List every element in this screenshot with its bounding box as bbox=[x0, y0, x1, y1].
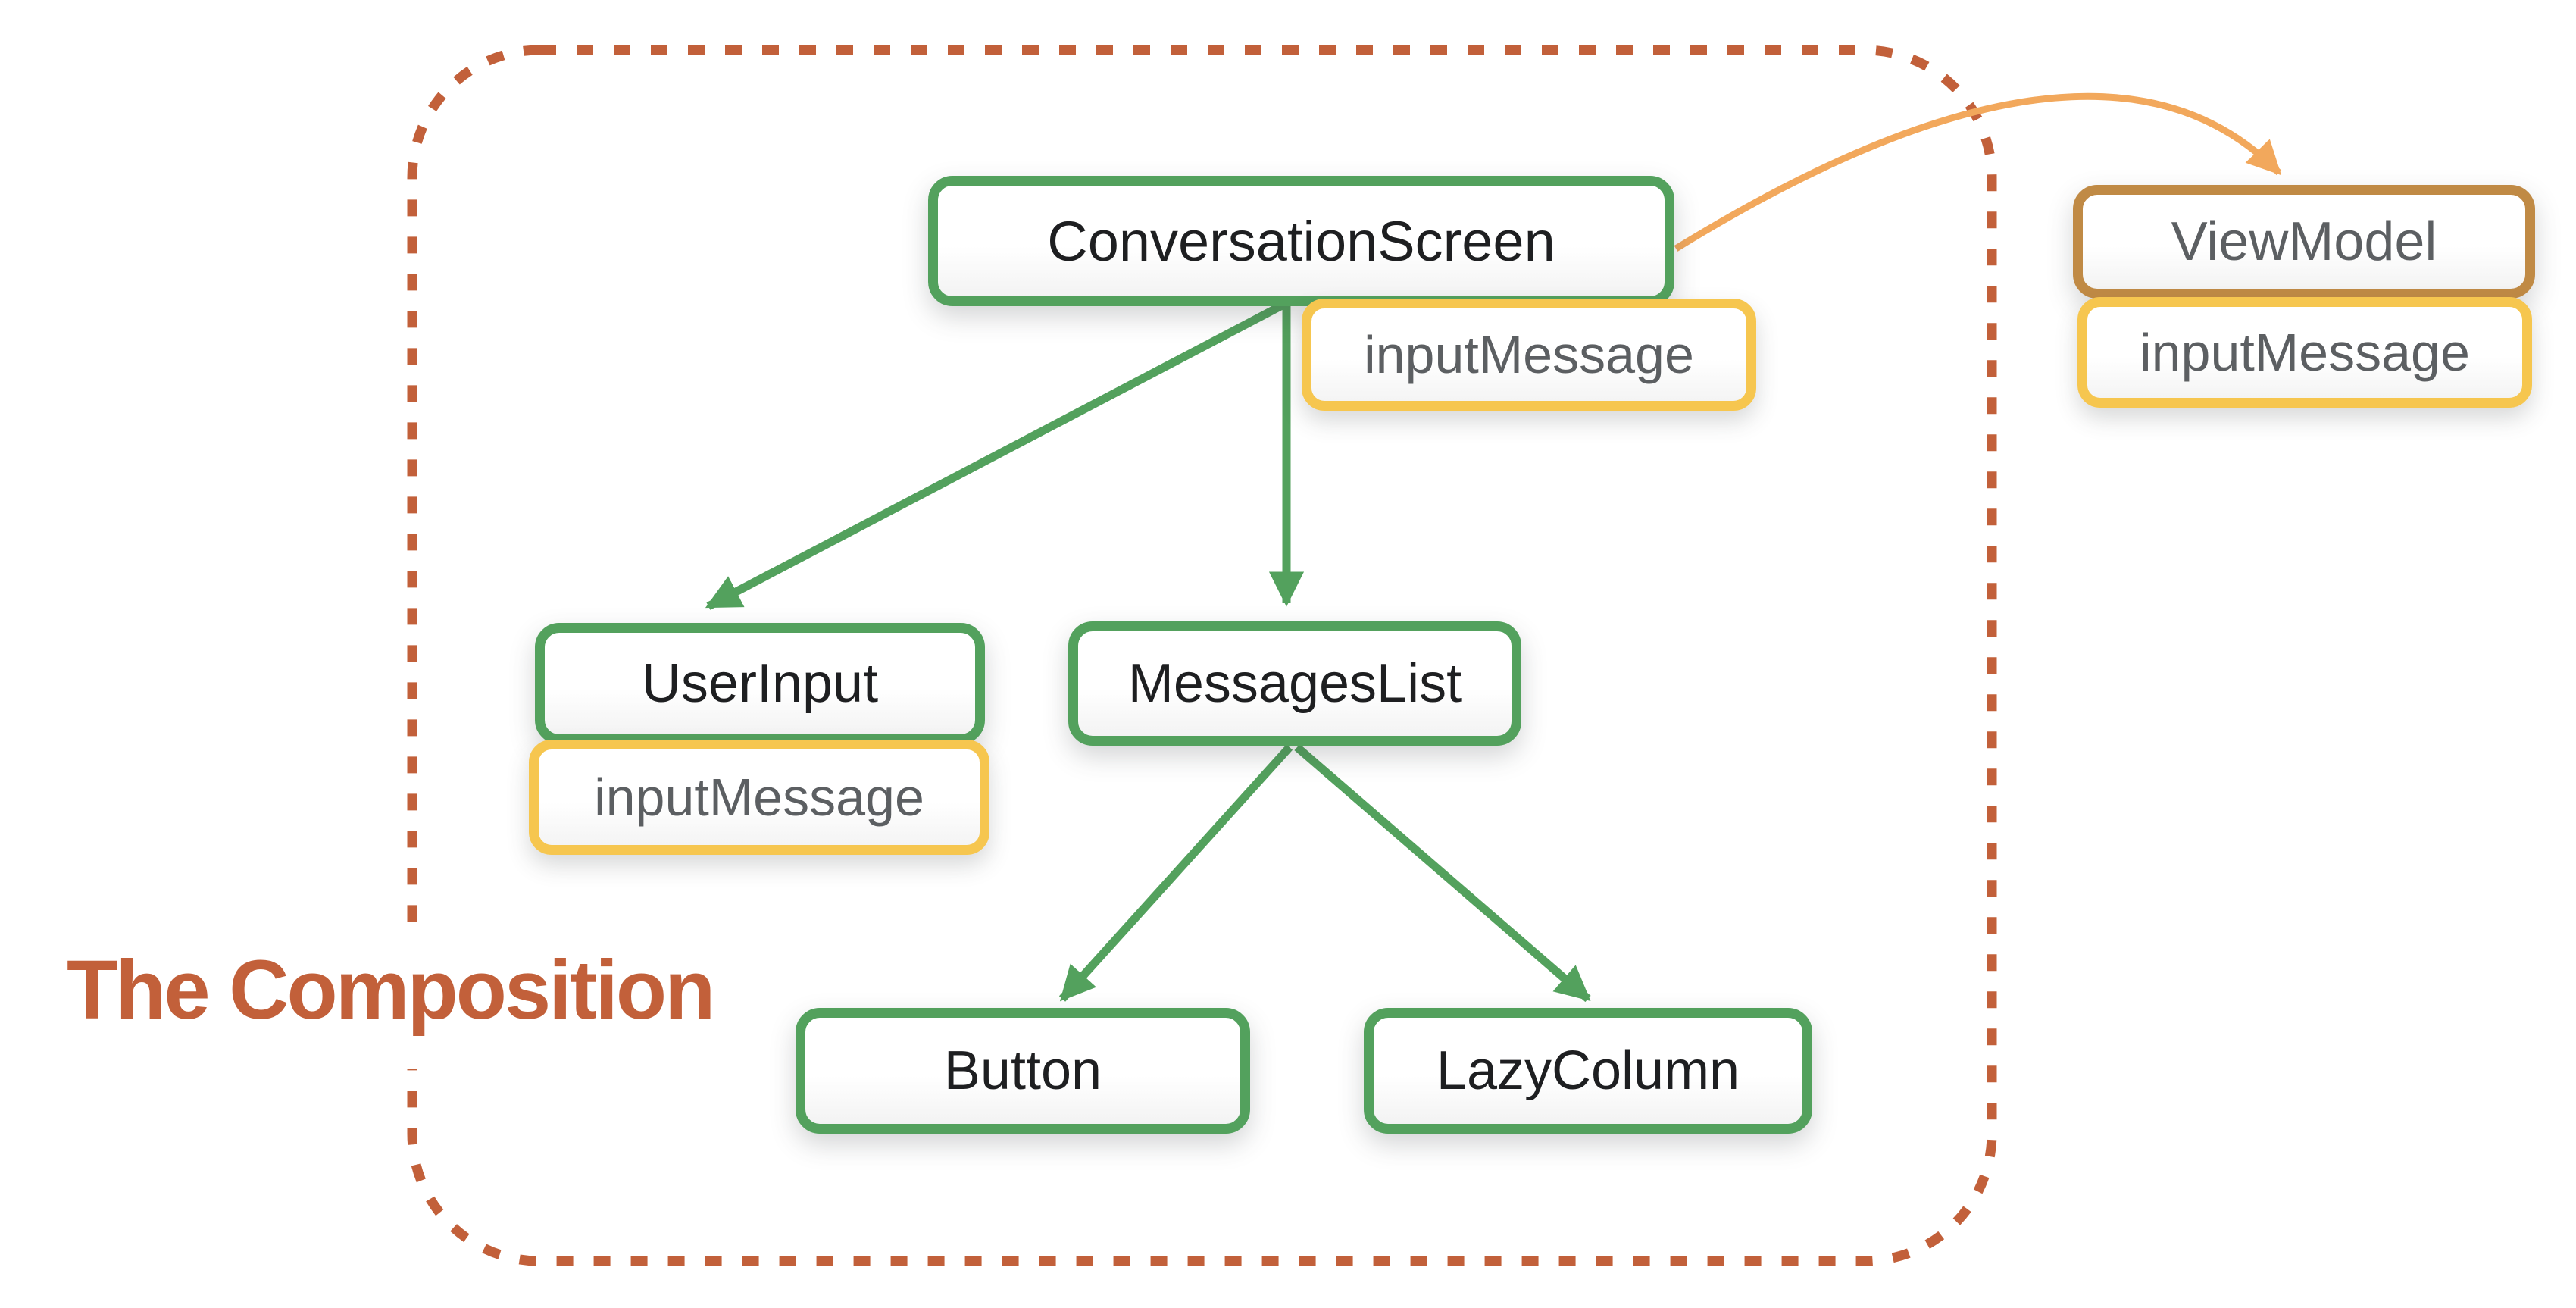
node-conversation-screen-label: ConversationScreen bbox=[1047, 209, 1555, 273]
node-view-model-label: ViewModel bbox=[2171, 211, 2437, 272]
badge-inputmessage-view-model: inputMessage bbox=[2077, 297, 2532, 408]
node-messages-list-label: MessagesList bbox=[1127, 653, 1462, 714]
node-lazy-column-label: LazyColumn bbox=[1436, 1040, 1740, 1101]
badge-inputmessage-label: inputMessage bbox=[1364, 325, 1694, 384]
edge-conversationscreen-userinput bbox=[705, 301, 1286, 610]
node-user-input-label: UserInput bbox=[641, 653, 879, 714]
node-lazy-column: LazyColumn bbox=[1364, 1008, 1812, 1134]
edge-messageslist-lazycolumn bbox=[1294, 743, 1591, 1003]
edge-messageslist-button bbox=[1058, 744, 1293, 1002]
node-button: Button bbox=[796, 1008, 1250, 1134]
diagram-title: The Composition bbox=[61, 940, 736, 1069]
badge-inputmessage-label: inputMessage bbox=[2140, 323, 2470, 382]
node-user-input: UserInput bbox=[535, 623, 985, 744]
node-conversation-screen: ConversationScreen bbox=[928, 176, 1674, 306]
badge-inputmessage-conversation-screen: inputMessage bbox=[1302, 299, 1756, 411]
edge-conversationscreen-viewmodel bbox=[1674, 92, 2282, 252]
badge-inputmessage-user-input: inputMessage bbox=[529, 740, 989, 855]
node-messages-list: MessagesList bbox=[1068, 621, 1521, 746]
badge-inputmessage-label: inputMessage bbox=[594, 768, 924, 827]
node-view-model: ViewModel bbox=[2073, 185, 2535, 299]
composition-boundary bbox=[407, 45, 1997, 1266]
node-button-label: Button bbox=[943, 1040, 1102, 1101]
